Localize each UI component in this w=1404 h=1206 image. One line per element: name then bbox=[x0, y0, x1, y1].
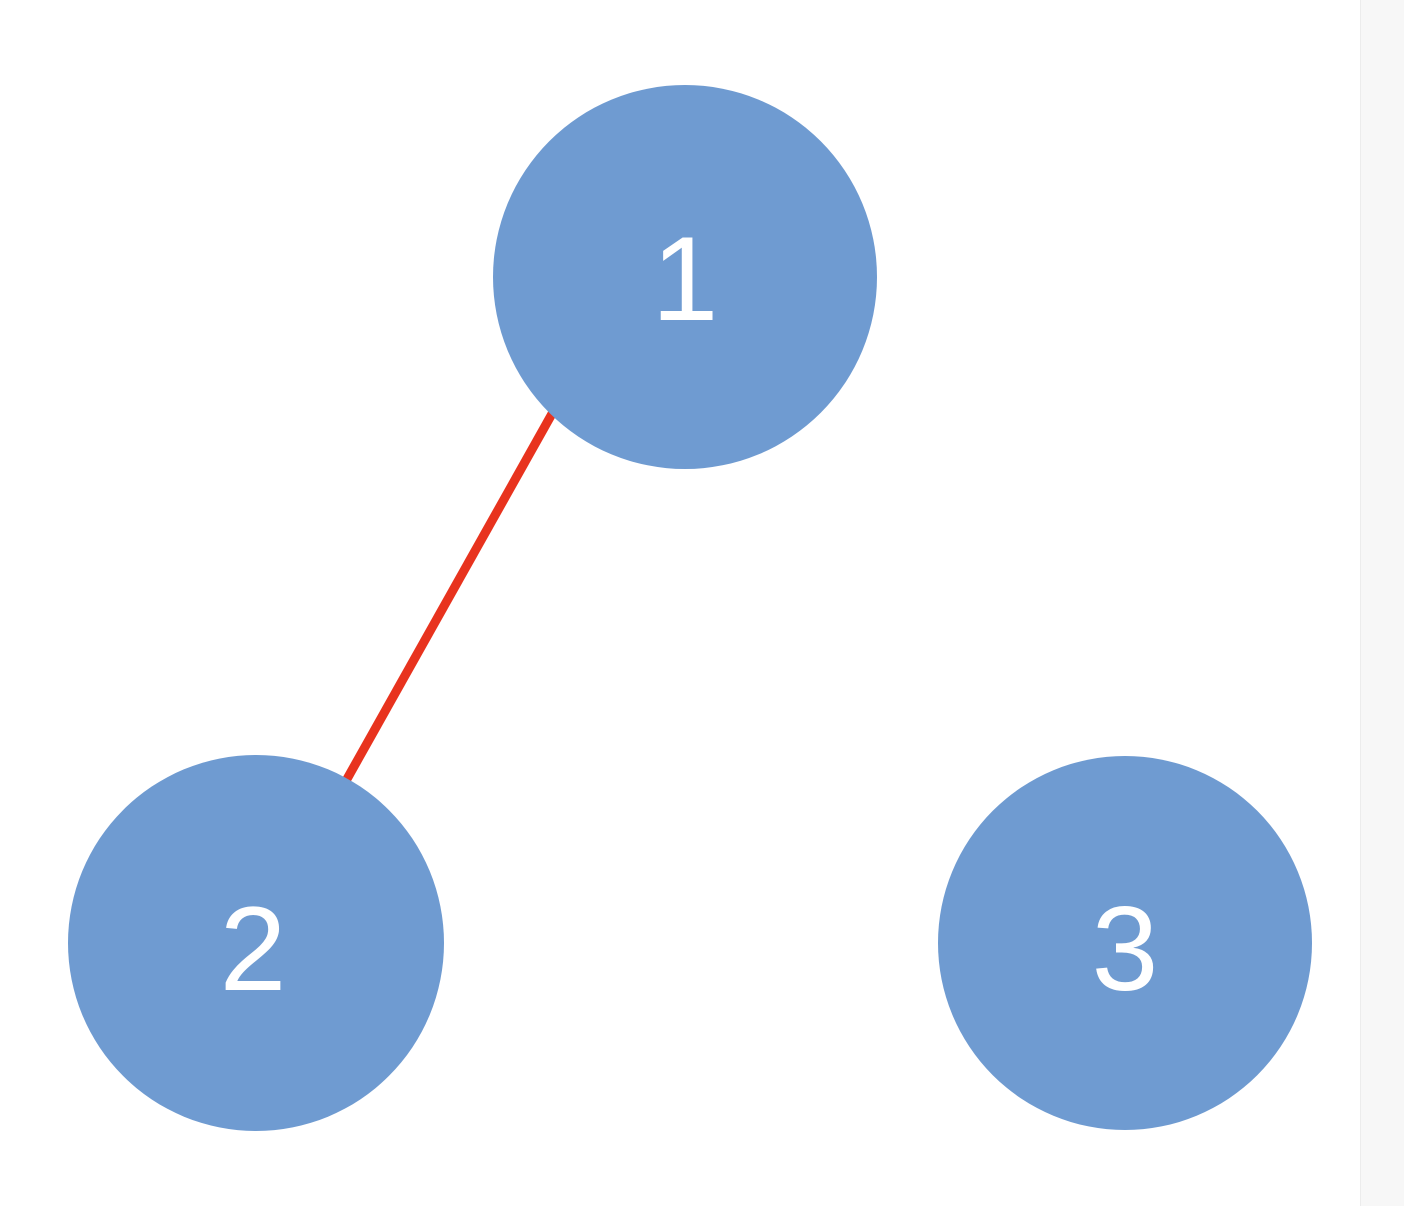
graph-node-2[interactable]: 2 bbox=[68, 755, 444, 1131]
graph-edge-1-2[interactable] bbox=[343, 409, 557, 782]
graph-canvas[interactable]: 1 2 3 bbox=[0, 0, 1360, 1206]
graph-node-1[interactable]: 1 bbox=[493, 85, 877, 469]
right-panel-divider bbox=[1360, 0, 1361, 1206]
graph-node-1-label: 1 bbox=[651, 212, 719, 346]
graph-node-3[interactable]: 3 bbox=[938, 756, 1312, 1130]
right-panel-sliver bbox=[1361, 0, 1404, 1206]
graph-node-3-label: 3 bbox=[1091, 882, 1159, 1016]
graph-node-2-label: 2 bbox=[219, 882, 287, 1016]
edge-layer bbox=[343, 409, 557, 782]
